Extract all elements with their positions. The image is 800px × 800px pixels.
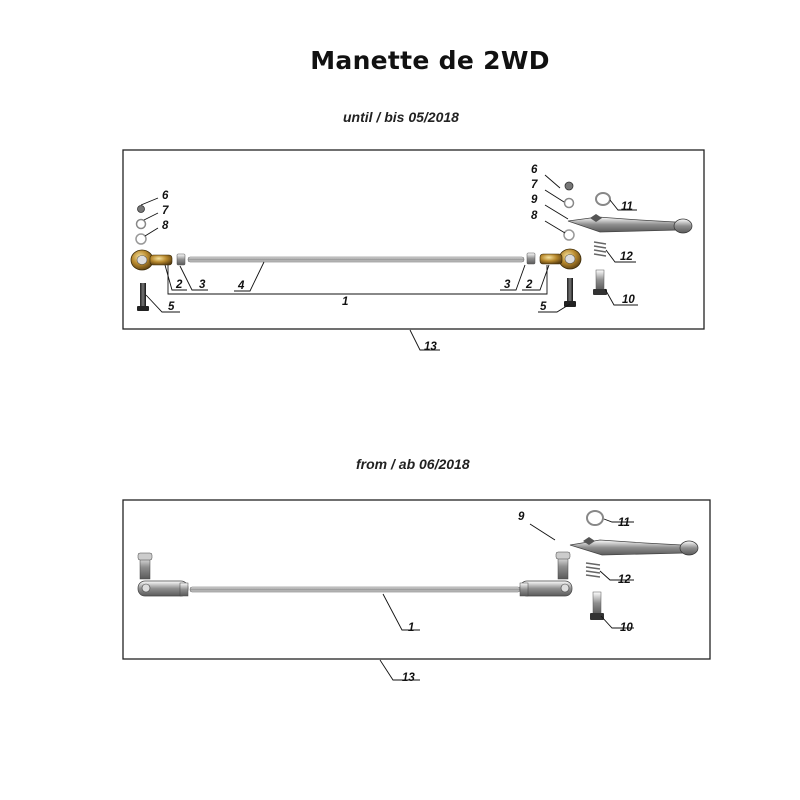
label-4: 4: [237, 280, 245, 292]
label-13-new: 13: [402, 672, 415, 684]
rod-end-left-old: [130, 249, 173, 271]
label-8-left: 8: [162, 220, 169, 232]
diagram-caption-new: from / ab 06/2018: [356, 456, 470, 472]
label-6-left: 6: [162, 190, 169, 202]
rod-old: [187, 256, 525, 263]
page-title: Manette de 2WD: [310, 46, 550, 75]
label-9-old: 9: [531, 194, 538, 206]
label-6-right: 6: [531, 164, 538, 176]
label-12-new: 12: [618, 574, 631, 586]
lever-new: [569, 537, 699, 556]
label-3-left: 3: [199, 279, 206, 291]
label-5-right: 5: [540, 301, 547, 313]
bolt-left-old: [137, 283, 149, 311]
rod-new: [189, 586, 521, 593]
diagram-frame-new: [122, 499, 711, 660]
label-2-right: 2: [525, 279, 533, 291]
nut-6-left-old: [137, 205, 145, 213]
rod-end-right-old: [539, 248, 582, 270]
bracket-1-old: [167, 265, 548, 295]
bolt-right-old: [564, 278, 576, 307]
rod-end-right-new: [519, 551, 573, 597]
label-3-right: 3: [504, 279, 511, 291]
label-8-right: 8: [531, 210, 538, 222]
nut-6-right-old: [564, 181, 574, 191]
labels-new: 9 11 12 1 10 13: [402, 511, 633, 684]
label-7-right: 7: [531, 179, 538, 191]
label-10-new: 10: [620, 622, 633, 634]
nut-right-old: [526, 252, 536, 265]
label-10-old: 10: [622, 294, 635, 306]
label-11-old: 11: [621, 201, 633, 213]
pin-10-new: [590, 591, 604, 620]
diagram-frame-old: [122, 149, 705, 330]
washer-11-new: [586, 510, 604, 526]
label-5-left: 5: [168, 301, 175, 313]
washer-8-left-old: [135, 233, 147, 245]
spring-12-new: [585, 562, 601, 578]
label-11-new: 11: [618, 517, 630, 529]
rod-end-left-new: [137, 552, 189, 597]
washer-8-right-old: [563, 229, 575, 241]
washer-7-left-old: [135, 218, 147, 230]
diagram-caption-old: until / bis 05/2018: [343, 109, 459, 125]
nut-left-old: [176, 253, 186, 266]
spring-12-old: [593, 241, 607, 257]
label-12-old: 12: [620, 251, 633, 263]
label-1-old: 1: [342, 296, 348, 308]
label-2-left: 2: [175, 279, 183, 291]
label-7-left: 7: [162, 205, 169, 217]
label-9-new: 9: [518, 511, 525, 523]
washer-7-right-old: [563, 197, 575, 209]
labels-old: 6 7 8 2 3 4 5 1 3 2 5 6 7 9 8 11 12 10 1…: [162, 164, 635, 353]
pin-10-old: [593, 269, 607, 295]
label-13-old: 13: [424, 341, 437, 353]
lever-old: [567, 214, 693, 234]
washer-11-old: [595, 192, 611, 206]
label-1-new: 1: [408, 622, 414, 634]
